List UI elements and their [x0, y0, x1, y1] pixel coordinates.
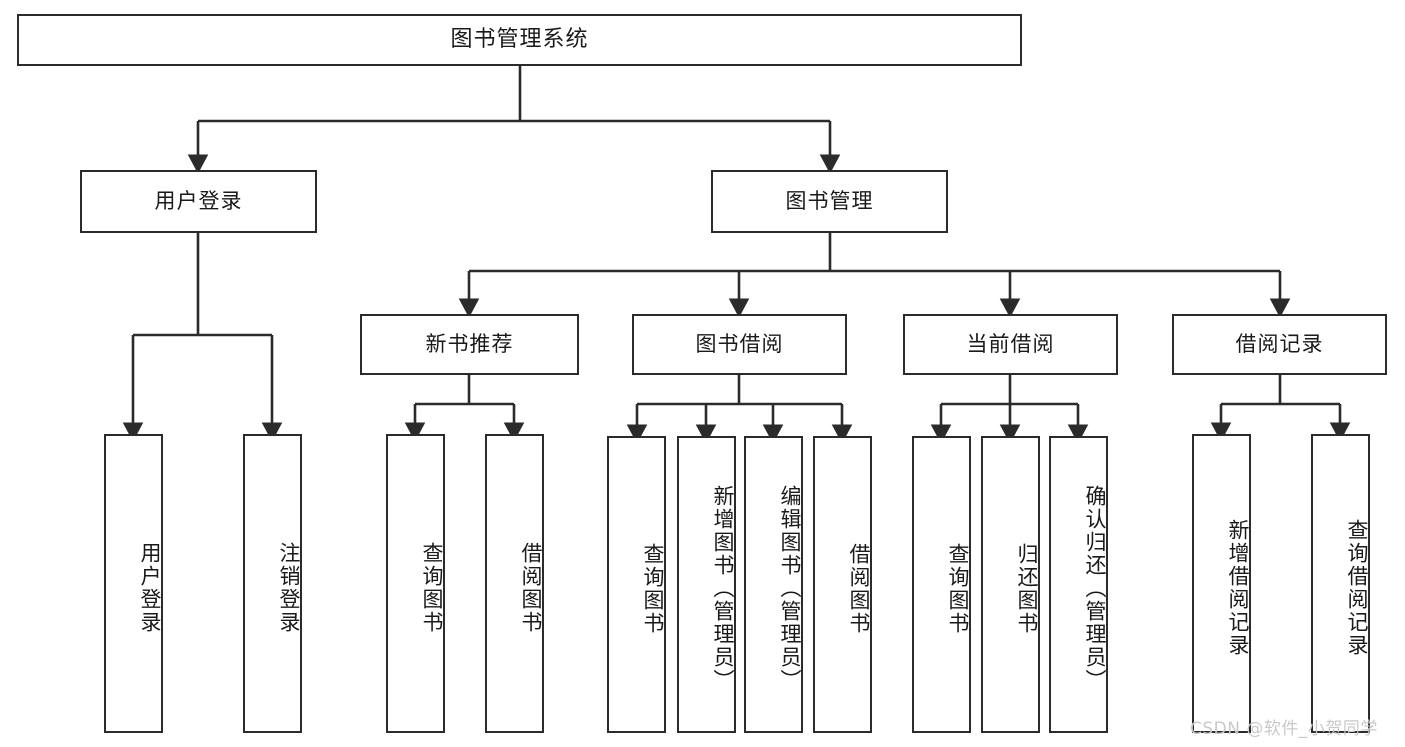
node-label: 借阅图书 [847, 542, 871, 635]
node-label: 用户登录 [138, 541, 162, 634]
leaf-user-login[interactable]: 用户登录 [104, 434, 163, 733]
node-label: 新增借阅记录 [1226, 518, 1250, 657]
node-label: 查询图书 [946, 542, 970, 635]
node-book-management[interactable]: 图书管理 [711, 170, 948, 233]
node-label: 当前借阅 [966, 331, 1055, 356]
leaf-current-confirm-return-admin[interactable]: 确认归还（管理员） [1049, 436, 1108, 733]
node-label: 借阅记录 [1235, 331, 1324, 356]
node-label: 图书借阅 [695, 331, 784, 356]
leaf-borrow-borrow-book[interactable]: 借阅图书 [813, 436, 872, 733]
node-borrow-record[interactable]: 借阅记录 [1172, 314, 1387, 375]
node-label: 新增图书（管理员） [711, 485, 735, 692]
leaf-recommend-query-book[interactable]: 查询图书 [386, 434, 445, 733]
node-current-borrow[interactable]: 当前借阅 [903, 314, 1118, 375]
csdn-watermark: CSDN @软件_小贺同学 [1190, 719, 1378, 739]
node-label: 查询借阅记录 [1345, 518, 1369, 657]
node-root-book-management-system[interactable]: 图书管理系统 [17, 14, 1022, 66]
node-label: 借阅图书 [519, 541, 543, 634]
node-label: 查询图书 [641, 542, 665, 635]
leaf-current-return-book[interactable]: 归还图书 [981, 436, 1040, 733]
leaf-borrow-add-book-admin[interactable]: 新增图书（管理员） [677, 436, 736, 733]
node-label: 新书推荐 [425, 331, 514, 356]
node-label: 编辑图书（管理员） [778, 485, 802, 692]
leaf-user-logout[interactable]: 注销登录 [243, 434, 302, 733]
node-label: 确认归还（管理员） [1083, 485, 1107, 692]
node-label: 注销登录 [277, 541, 301, 634]
leaf-current-query-book[interactable]: 查询图书 [912, 436, 971, 733]
node-label: 查询图书 [420, 541, 444, 634]
node-label: 归还图书 [1015, 542, 1039, 635]
node-label: 图书管理系统 [450, 26, 589, 52]
leaf-record-query-borrow-record[interactable]: 查询借阅记录 [1311, 434, 1370, 733]
leaf-borrow-query-book[interactable]: 查询图书 [607, 436, 666, 733]
node-new-book-recommend[interactable]: 新书推荐 [360, 314, 579, 375]
leaf-recommend-borrow-book[interactable]: 借阅图书 [485, 434, 544, 733]
node-label: 用户登录 [154, 188, 243, 213]
leaf-record-add-borrow-record[interactable]: 新增借阅记录 [1192, 434, 1251, 733]
node-book-borrow[interactable]: 图书借阅 [632, 314, 847, 375]
node-label: 图书管理 [785, 188, 874, 213]
node-user-login[interactable]: 用户登录 [80, 170, 317, 233]
leaf-borrow-edit-book-admin[interactable]: 编辑图书（管理员） [744, 436, 803, 733]
